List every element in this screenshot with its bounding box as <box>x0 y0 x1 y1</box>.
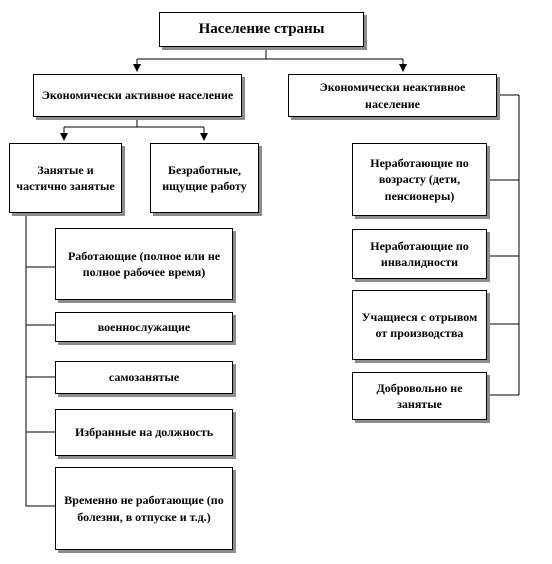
employed-node: Занятые и частично занятые <box>9 143 122 213</box>
employed-item: самозанятые <box>55 361 233 394</box>
employed-item-label: Избранные на должность <box>74 425 214 440</box>
employed-item: Временно не работающие (по болезни, в от… <box>55 467 233 550</box>
active-label: Экономически активное население <box>41 88 234 103</box>
inactive-item: Неработающие по возрасту (дети, пенсионе… <box>352 143 487 216</box>
inactive-node: Экономически неактивное население <box>288 74 497 117</box>
active-node: Экономически активное население <box>33 74 242 117</box>
employed-item: Работающие (полное или не полное рабочее… <box>55 228 233 300</box>
employed-item-label: Работающие (полное или не полное рабочее… <box>67 248 221 279</box>
inactive-item-label: Неработающие по возрасту (дети, пенсионе… <box>370 156 469 203</box>
employed-item: военнослужащие <box>55 312 233 342</box>
inactive-item-label: Учащиеся с отрывом от производства <box>361 309 478 340</box>
employed-item-label: Временно не работающие (по болезни, в от… <box>64 493 224 524</box>
employed-item: Избранные на должность <box>55 409 233 456</box>
inactive-item-label: Неработающие по инвалидности <box>370 238 469 269</box>
inactive-item-label: Добровольно не занятые <box>376 380 463 411</box>
employed-item-label: военнослужащие <box>97 319 191 334</box>
employed-label: Занятые и частично занятые <box>16 162 115 193</box>
root-label: Население страны <box>198 21 325 38</box>
unemployed-label: Безработные, ищущие работу <box>162 162 247 193</box>
root-node: Население страны <box>159 12 364 47</box>
inactive-item: Добровольно не занятые <box>352 372 487 420</box>
inactive-label: Экономически неактивное население <box>319 80 466 111</box>
inactive-item: Учащиеся с отрывом от производства <box>352 290 487 360</box>
employed-item-label: самозанятые <box>108 370 180 385</box>
inactive-item: Неработающие по инвалидности <box>352 229 487 279</box>
unemployed-node: Безработные, ищущие работу <box>150 143 259 213</box>
